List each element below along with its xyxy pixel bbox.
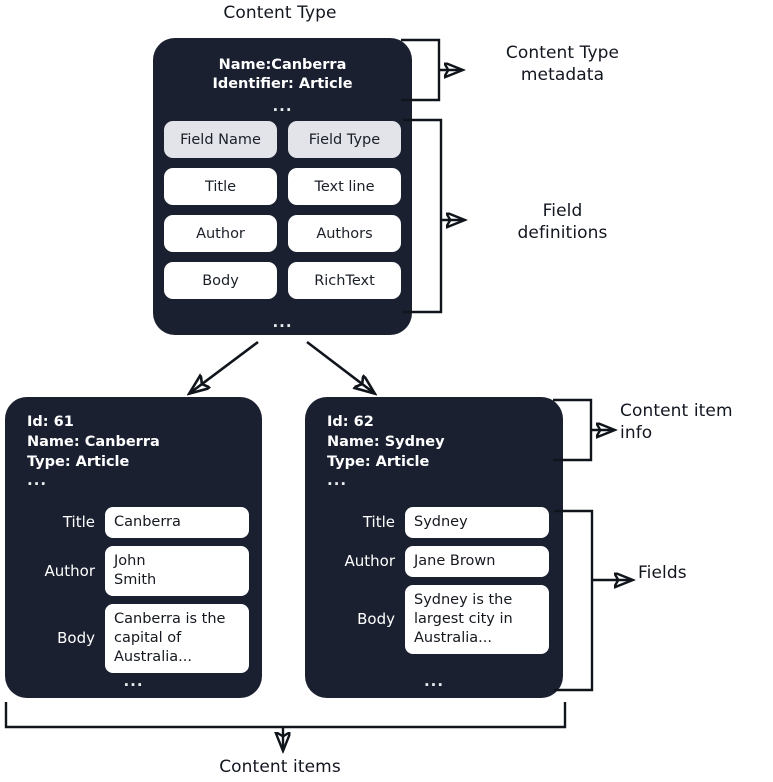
annotation-fields: Fields	[638, 563, 687, 583]
annotation-content-type-metadata: Content Type metadata	[505, 43, 620, 85]
field-row-title: Title Sydney	[317, 507, 549, 538]
field-label-author: Author	[344, 552, 395, 570]
content-type-ellipsis-bottom: ...	[272, 313, 293, 331]
content-item-ellipsis-top-62: ...	[327, 471, 348, 489]
content-item-ellipsis-bottom-62: ...	[423, 672, 445, 690]
column-header-field-name: Field Name	[164, 121, 277, 158]
field-definition-table: Field Name Field Type Title Text line Au…	[164, 121, 401, 309]
field-row-title: Title Canberra	[17, 507, 249, 538]
column-header-field-type: Field Type	[288, 121, 401, 158]
field-value-body: Canberra is the capital of Australia...	[105, 604, 249, 673]
content-item-card-62: Id: 62 Name: Sydney Type: Article ... Ti…	[305, 397, 563, 698]
arrow-to-content-item-61	[190, 340, 259, 393]
field-row-body: Body Sydney is the largest city in Austr…	[317, 585, 549, 654]
content-item-header-61: Id: 61 Name: Canberra Type: Article	[27, 414, 160, 470]
field-row-author: Author John Smith	[17, 546, 249, 596]
field-label-author: Author	[44, 561, 95, 580]
field-label-title: Title	[362, 513, 395, 531]
field-type-cell: Text line	[288, 168, 401, 205]
field-value-title: Canberra	[105, 507, 249, 538]
field-name-cell: Author	[164, 215, 277, 252]
annotation-content-items: Content items	[219, 757, 341, 777]
content-item-ellipsis-bottom-61: ...	[123, 672, 144, 690]
bracket-content-items	[4, 702, 567, 729]
field-value-title: Sydney	[405, 507, 549, 538]
annotation-field-definitions: Field definitions	[517, 201, 608, 243]
arrow-to-content-item-62	[306, 340, 374, 393]
field-type-cell: RichText	[288, 262, 401, 299]
field-name-cell: Body	[164, 262, 277, 299]
content-item-fields-62: Title Sydney Author Jane Brown Body Sydn…	[317, 507, 549, 662]
content-item-header-62: Id: 62 Name: Sydney Type: Article	[327, 414, 445, 470]
field-label-body: Body	[57, 629, 95, 647]
content-item-card-61: Id: 61 Name: Canberra Type: Article ... …	[5, 397, 262, 698]
content-item-ellipsis-top-61: ...	[27, 471, 48, 489]
field-label-body: Body	[357, 610, 395, 628]
table-row: Title Text line	[164, 168, 401, 205]
field-value-author: John Smith	[105, 546, 249, 596]
field-row-author: Author Jane Brown	[317, 546, 549, 577]
field-value-body: Sydney is the largest city in Australia.…	[405, 585, 549, 654]
annotation-content-item-info: Content item info	[620, 401, 733, 443]
field-label-title: Title	[62, 513, 95, 531]
table-row: Body RichText	[164, 262, 401, 299]
page-title: Content Type	[223, 3, 337, 23]
content-type-card: Name:Canberra Identifier: Article ... Fi…	[153, 38, 412, 335]
content-type-metadata-text: Name:Canberra Identifier: Article	[212, 57, 353, 92]
field-name-cell: Title	[164, 168, 277, 205]
field-value-author: Jane Brown	[405, 546, 549, 577]
field-type-cell: Authors	[288, 215, 401, 252]
table-row: Author Authors	[164, 215, 401, 252]
content-type-ellipsis-top: ...	[272, 97, 293, 115]
field-row-body: Body Canberra is the capital of Australi…	[17, 604, 249, 673]
table-header-row: Field Name Field Type	[164, 121, 401, 158]
content-item-fields-61: Title Canberra Author John Smith Body Ca…	[17, 507, 249, 681]
